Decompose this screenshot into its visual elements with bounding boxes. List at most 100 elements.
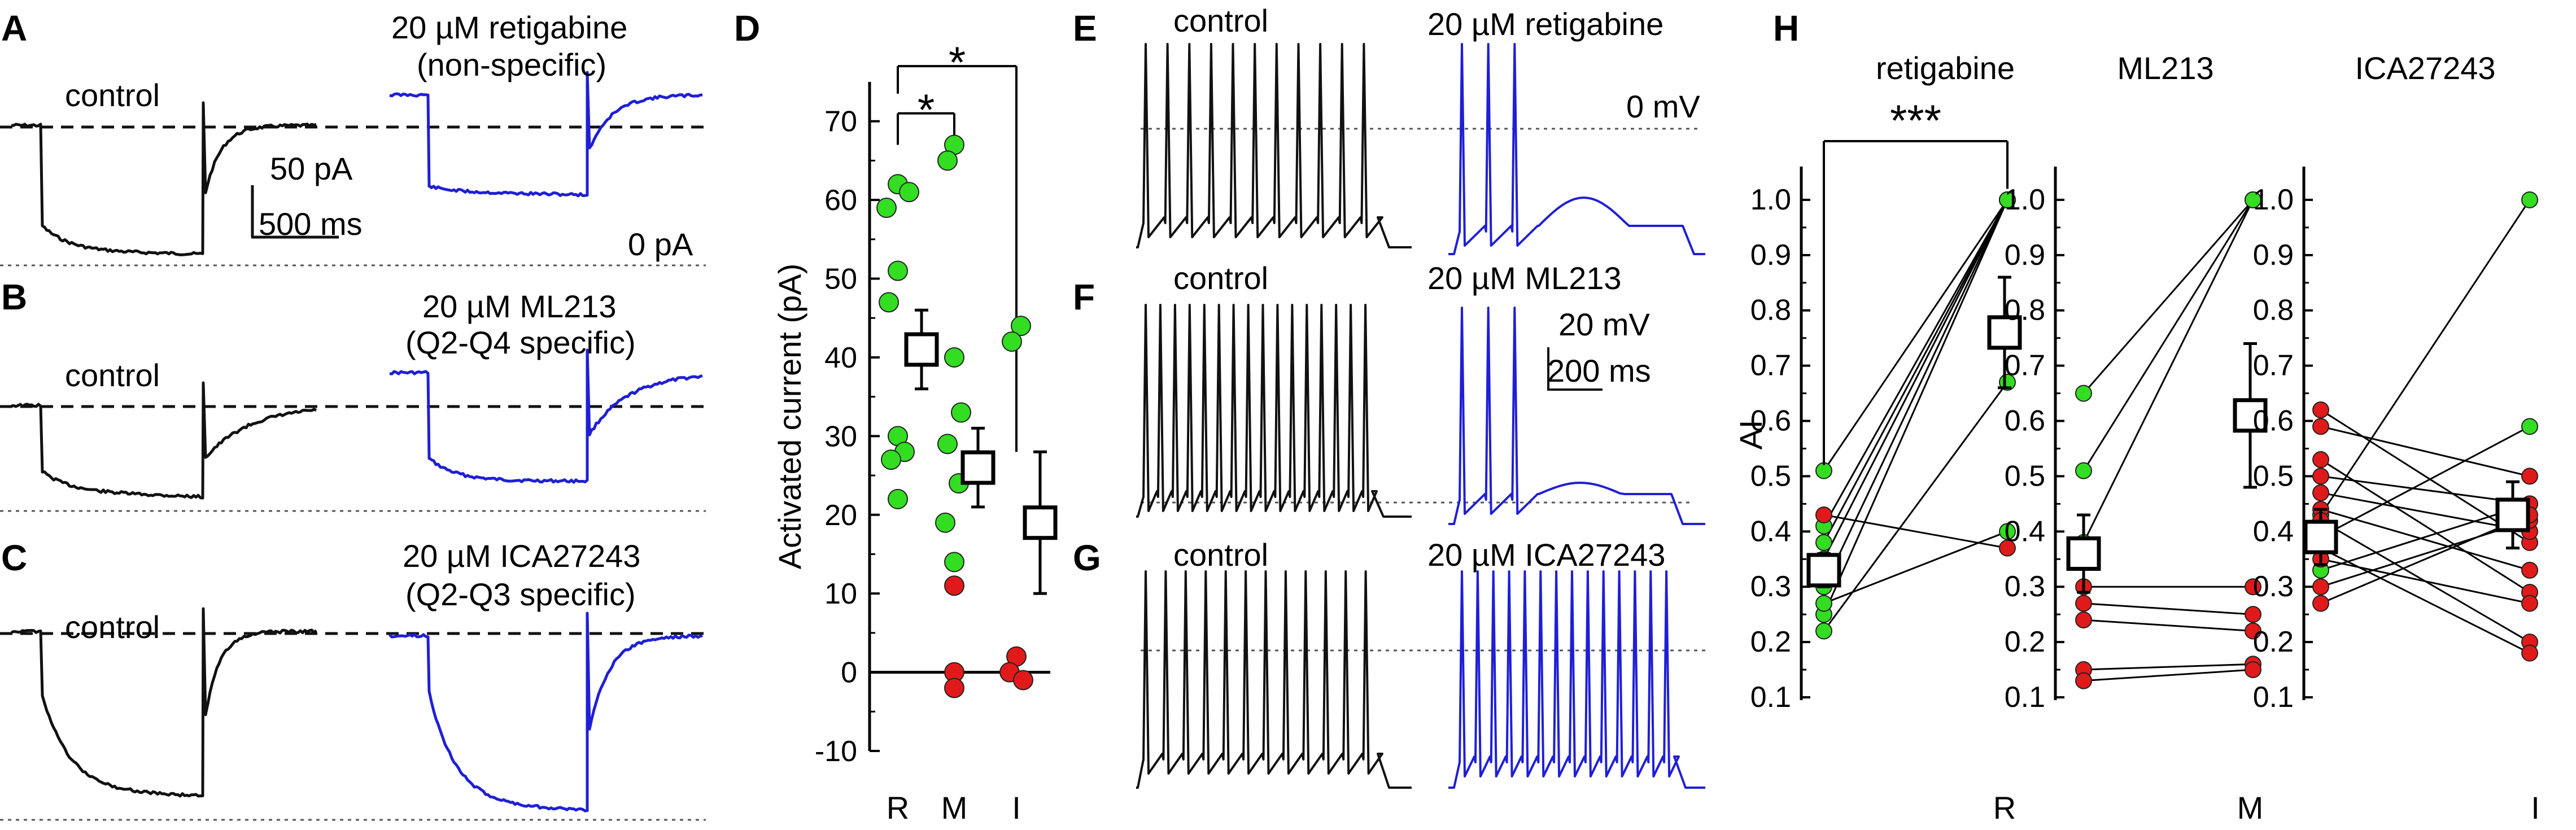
h-pair-line — [1823, 199, 2009, 560]
h-control-point — [1815, 622, 1832, 640]
d-data-point — [1011, 316, 1031, 337]
f-drug-label: 20 µM ML213 — [1427, 260, 1622, 296]
f-drug-trace — [1448, 307, 1705, 525]
panel-h-plot: AI0.10.20.30.40.50.60.70.80.91.0retigabi… — [1733, 50, 2540, 825]
h-ytick-label: 0.1 — [1750, 681, 1791, 714]
d-data-point — [944, 347, 964, 368]
d-ytick-label: 10 — [824, 578, 857, 610]
traces-layer — [0, 43, 1705, 821]
panel-letter-h: H — [1773, 8, 1799, 49]
f-scale-voltage-label: 20 mV — [1558, 307, 1650, 342]
d-mean-marker — [904, 332, 939, 367]
h-drug-point — [1999, 523, 2016, 540]
h-group-title: ICA27243 — [2355, 50, 2495, 86]
h-pair-line — [2083, 619, 2254, 632]
h-control-point — [2312, 418, 2329, 435]
d-data-point — [944, 678, 964, 698]
h-pair-line — [2320, 199, 2531, 516]
h-drug-point — [2245, 622, 2261, 640]
g-drug-label: 20 µM ICA27243 — [1427, 537, 1665, 573]
h-pair-line — [2320, 508, 2530, 571]
h-pair-line — [2320, 492, 2530, 532]
h-sig-stars: *** — [1890, 95, 1941, 145]
h-ytick-label: 0.9 — [2005, 239, 2045, 272]
panel-letter-f: F — [1073, 277, 1095, 317]
e-drug-trace — [1448, 43, 1705, 255]
h-drug-point — [2521, 644, 2538, 662]
h-control-point — [2312, 578, 2329, 596]
h-ytick-label: 0.5 — [1750, 460, 1791, 492]
a-scale-current-label: 50 pA — [270, 151, 353, 186]
h-xtick-label: R — [1993, 790, 2016, 825]
d-mean-marker — [1023, 505, 1058, 540]
h-mean-marker — [2233, 398, 2268, 433]
d-data-point — [888, 260, 908, 281]
panel-letter-a: A — [1, 8, 27, 49]
h-control-point — [2075, 611, 2092, 628]
d-data-point — [937, 150, 958, 171]
d-data-point — [1013, 670, 1033, 691]
e-control-trace — [1136, 43, 1412, 248]
h-control-point — [2075, 672, 2092, 689]
d-xtick-label: R — [887, 790, 909, 825]
h-ytick-label: 0.6 — [2253, 405, 2294, 438]
a-drug-label: 20 µM retigabine — [391, 10, 627, 45]
h-ytick-label: 0.9 — [2253, 239, 2294, 272]
d-data-point — [1002, 331, 1022, 352]
h-ytick-label: 0.2 — [2005, 626, 2045, 658]
c-drug-trace — [388, 611, 703, 812]
a-scale-time-label: 500 ms — [259, 206, 363, 242]
a-zero-label: 0 pA — [628, 226, 693, 262]
h-ytick-label: 0.5 — [2253, 460, 2294, 492]
h-pair-line — [2083, 663, 2254, 671]
h-ytick-label: 1.0 — [2253, 184, 2294, 216]
h-pair-line — [1823, 382, 2009, 632]
h-drug-point — [2245, 578, 2261, 596]
h-group-title: retigabine — [1876, 50, 2015, 86]
h-pair-line — [2320, 425, 2530, 538]
a-drug-note: (non-specific) — [417, 47, 606, 82]
h-drug-point — [2521, 468, 2538, 485]
h-drug-point — [2521, 191, 2538, 208]
h-pair-line — [2082, 199, 2254, 394]
h-pair-line — [1823, 199, 2009, 543]
h-drug-point — [2521, 561, 2538, 579]
c-control-trace — [10, 607, 317, 798]
h-pair-line — [1823, 514, 2008, 549]
h-control-point — [1815, 506, 1832, 523]
h-pair-line — [2083, 602, 2254, 615]
h-xtick-label: M — [2237, 790, 2264, 825]
h-ytick-label: 1.0 — [1750, 184, 1791, 216]
h-control-point — [2312, 401, 2329, 418]
h-ytick-label: 0.6 — [2005, 405, 2045, 438]
h-ytick-label: 0.3 — [2005, 570, 2045, 603]
h-control-point — [2075, 595, 2092, 612]
h-ylabel: AI — [1733, 420, 1769, 450]
d-xtick-label: M — [941, 790, 968, 825]
panel-letter-d: D — [734, 8, 760, 49]
f-scale-time-label: 200 ms — [1547, 353, 1651, 388]
h-pair-line — [1823, 199, 2009, 587]
g-control-label: control — [1173, 537, 1268, 573]
h-pair-line — [2320, 409, 2530, 544]
e-control-label: control — [1173, 3, 1268, 38]
d-sig-star: * — [949, 37, 966, 87]
h-drug-point — [2245, 661, 2261, 679]
h-ytick-label: 0.2 — [2253, 626, 2294, 658]
h-pair-line — [2320, 425, 2530, 477]
h-pair-line — [1823, 199, 2009, 615]
d-sig-star: * — [918, 85, 935, 134]
h-ytick-label: 0.8 — [1750, 294, 1791, 327]
a-control-trace — [11, 101, 317, 256]
h-drug-point — [2245, 191, 2261, 208]
d-ylabel: Activated current (pA) — [772, 264, 807, 570]
d-data-point — [937, 434, 958, 455]
d-data-point — [876, 198, 897, 219]
d-ytick-label: 40 — [824, 342, 857, 374]
d-data-point — [951, 402, 971, 423]
c-drug-label: 20 µM ICA27243 — [403, 538, 640, 574]
d-data-point — [944, 575, 964, 596]
h-control-point — [1815, 534, 1832, 551]
d-data-point — [888, 488, 908, 509]
h-pair-line — [2320, 519, 2530, 588]
